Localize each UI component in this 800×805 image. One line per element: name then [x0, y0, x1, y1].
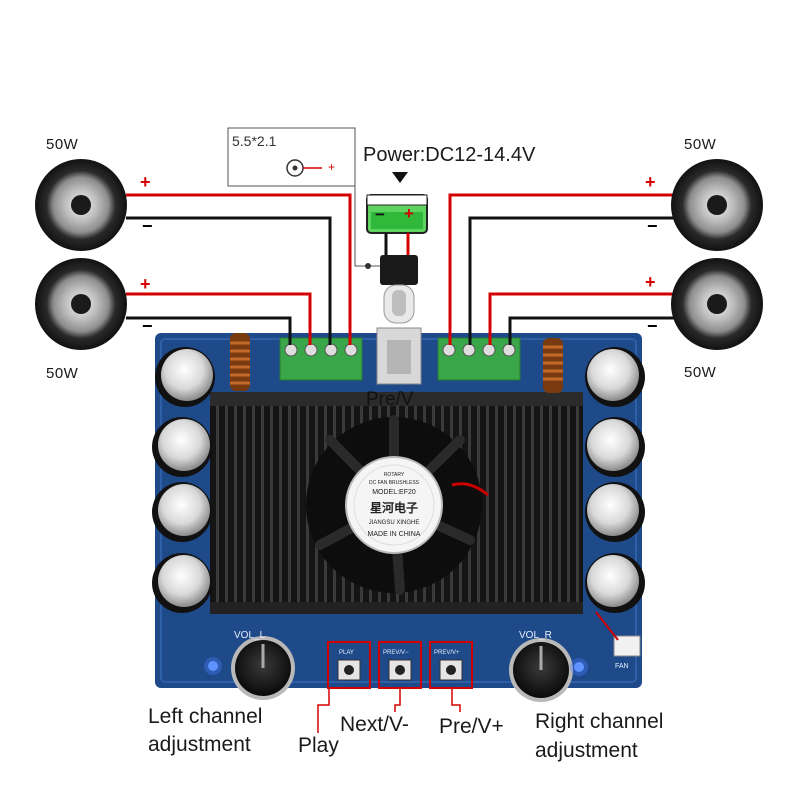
led-left	[208, 661, 218, 671]
inductor-left	[230, 333, 250, 391]
battery-minus: −	[375, 205, 385, 224]
play-button-group	[327, 641, 371, 689]
vol-l-text: VOL_L	[234, 630, 266, 641]
pre-v-overlay: Pre/V	[366, 389, 414, 410]
vol-r-knob	[509, 638, 573, 702]
svg-text:ROTARY: ROTARY	[384, 472, 405, 478]
speaker-top-left-watt: 50W	[46, 136, 79, 153]
terminal-block-left	[279, 337, 363, 381]
svg-text:JIANGSU XINGHE: JIANGSU XINGHE	[369, 520, 420, 526]
svg-text:星河电子: 星河电子	[370, 500, 418, 515]
left-channel-label-1: Left channel	[148, 705, 263, 728]
prev-plus-button-group	[429, 641, 473, 689]
right-channel-label-1: Right channel	[535, 710, 664, 733]
prev-plus-silk: PREV/V+	[434, 650, 460, 656]
fan-silk: FAN	[615, 663, 629, 670]
dc-jack-size: 5.5*2.1	[232, 133, 277, 149]
fan-label-text: ROTARY DC FAN BRUSHLESS MODEL:EF20 星河电子 …	[368, 472, 421, 538]
speaker-top-left	[35, 159, 127, 251]
left-channel-label-2: adjustment	[148, 733, 251, 756]
prev-minus-silk: PREV/V−	[383, 650, 409, 656]
polarity-plus-ml: +	[140, 274, 151, 294]
speaker-mid-right	[671, 258, 763, 350]
speaker-top-right	[671, 159, 763, 251]
polarity-minus-tl: −	[142, 216, 153, 236]
speaker-mid-left	[35, 258, 127, 350]
capacitors-left	[152, 347, 215, 613]
terminal-block-right	[437, 337, 521, 381]
next-label: Next/V-	[340, 713, 409, 736]
right-channel-label-2: adjustment	[535, 739, 638, 762]
speaker-mid-right-watt: 50W	[684, 364, 717, 381]
speaker-mid-left-watt: 50W	[46, 365, 79, 382]
inductor-right	[543, 338, 563, 393]
battery-power	[366, 172, 428, 258]
svg-text:MODEL:EF20: MODEL:EF20	[372, 489, 416, 496]
dc-jack-plus: +	[328, 160, 336, 174]
dc-jack-callout	[227, 127, 380, 269]
svg-text:DC FAN BRUSHLESS: DC FAN BRUSHLESS	[369, 480, 420, 486]
svg-text:MADE IN CHINA: MADE IN CHINA	[368, 531, 421, 538]
polarity-plus-tl: +	[140, 172, 151, 192]
battery-plus: +	[404, 204, 414, 223]
vol-r-text: VOL_R	[519, 630, 552, 641]
polarity-minus-tr: −	[647, 216, 658, 236]
play-label: Play	[298, 734, 339, 757]
polarity-minus-ml: −	[142, 316, 153, 336]
pre-label: Pre/V+	[439, 715, 504, 738]
play-silk: PLAY	[339, 650, 354, 656]
dc-plug	[380, 255, 418, 324]
power-label: Power:DC12-14.4V	[363, 144, 536, 166]
fan-connector	[613, 635, 641, 657]
led-right	[574, 662, 584, 672]
speaker-wires	[126, 193, 674, 345]
capacitors-right	[585, 347, 645, 613]
polarity-minus-mr: −	[647, 316, 658, 336]
label-callout-lines	[317, 688, 461, 733]
polarity-plus-mr: +	[645, 272, 656, 292]
speaker-top-right-watt: 50W	[684, 136, 717, 153]
polarity-plus-tr: +	[645, 172, 656, 192]
cooling-fan	[306, 415, 489, 595]
vol-l-knob	[231, 636, 295, 700]
